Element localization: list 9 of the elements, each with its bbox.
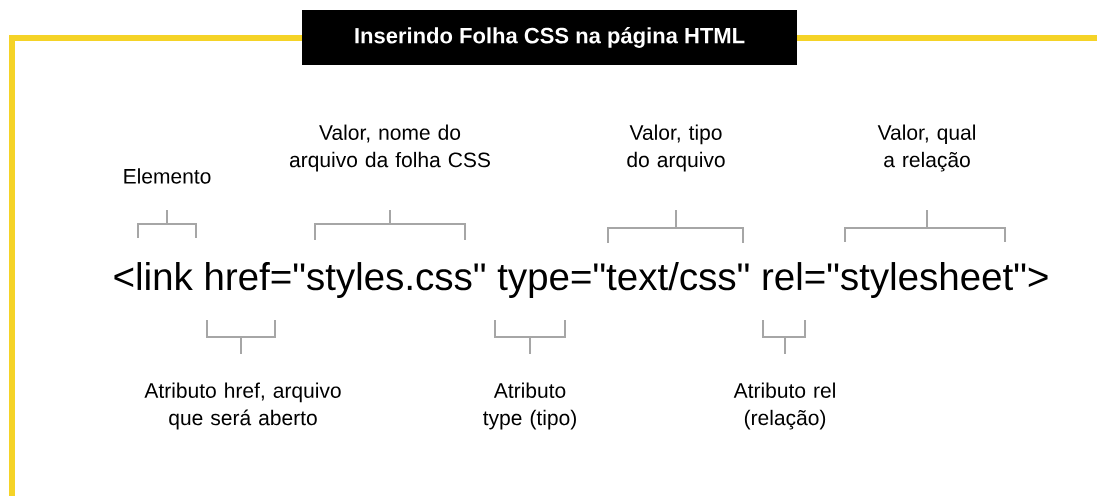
annotation-label: Atributo type (tipo) bbox=[483, 382, 576, 430]
annotation-label: Valor, tipo do arquivo bbox=[627, 124, 725, 172]
annotation-label: Atributo rel (relação) bbox=[733, 382, 835, 430]
annotation-label: Elemento bbox=[124, 168, 211, 184]
code-line: <link href="styles.css" type="text/css" rel="stylesheet"> bbox=[114, 262, 1048, 298]
annotation-label: Atributo href, arquivo que será aberto bbox=[144, 382, 341, 430]
annotation-label: Valor, qual a relação bbox=[877, 124, 975, 172]
annotation-label: Valor, nome do arquivo da folha CSS bbox=[289, 124, 490, 172]
title-banner: Inserindo Folha CSS na página HTML bbox=[302, 10, 797, 65]
